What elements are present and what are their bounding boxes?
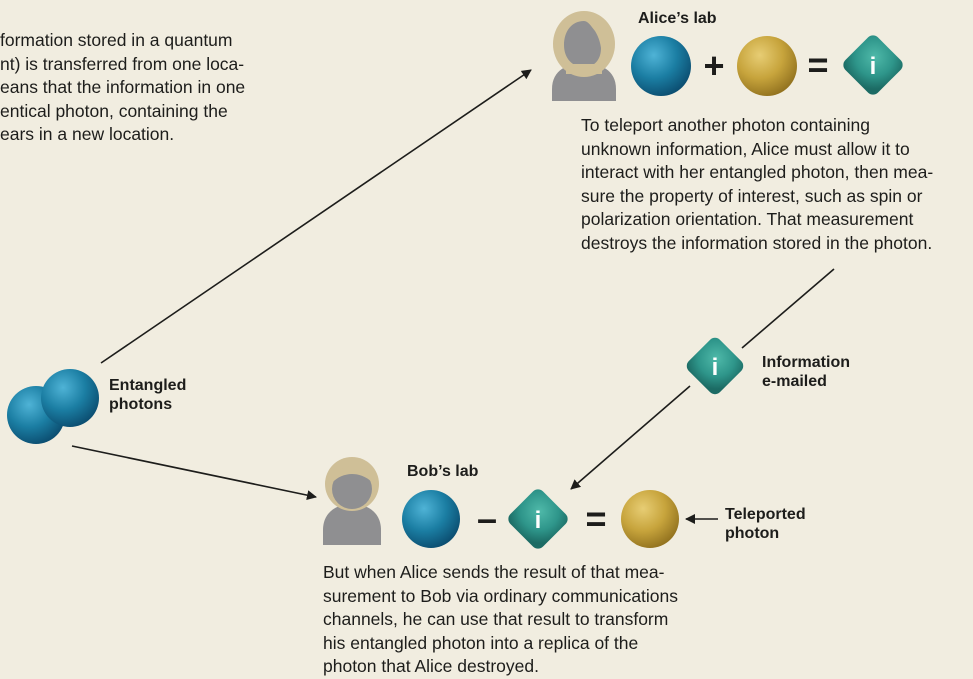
teleported-photon-label: Teleported photon [725, 505, 806, 543]
intro-line: ears in a new location. [0, 124, 175, 144]
bob-lab-label: Bob’s lab [407, 463, 479, 480]
alice-unknown-photon [737, 36, 797, 96]
alice-entangled-photon [631, 36, 691, 96]
bob-info-symbol: i [535, 507, 542, 534]
entangled-photons-line: Entangled [109, 377, 187, 394]
bob-description: But when Alice sends the result of that … [323, 561, 678, 679]
bob-entangled-photon [402, 490, 460, 548]
entangled-photons-line: photons [109, 396, 173, 413]
bob-description-line: But when Alice sends the result of that … [323, 562, 665, 582]
arrow-to-bob [71, 445, 317, 501]
bob-person-icon [323, 457, 381, 545]
teleported-photon-line: Teleported [725, 506, 806, 523]
intro-line: entical photon, containing the [0, 100, 228, 121]
alice-description-line: destroys the information stored in the p… [581, 232, 933, 253]
bob-info-diamond [508, 489, 568, 549]
entangled-photon-front [41, 369, 99, 427]
email-info-symbol: i [712, 354, 719, 381]
bob-description-line: photon that Alice destroyed. [323, 656, 539, 676]
bob-minus-sign: – [477, 498, 497, 539]
alice-description-line: interact with her entangled photon, then… [581, 162, 934, 182]
alice-description-line: unknown information, Alice must allow it… [581, 138, 910, 159]
intro-paragraph: formation stored in a quantum nt) is tra… [0, 29, 245, 147]
information-emailed-label: Information e-mailed [762, 353, 850, 391]
alice-person-icon [552, 11, 616, 101]
teleported-photon-line: photon [725, 525, 780, 542]
intro-line: eans that the information in one [0, 77, 246, 97]
information-emailed-line: e-mailed [762, 373, 827, 390]
bob-description-line: surement to Bob via ordinary communicati… [323, 585, 679, 606]
arrow-email-upper [741, 268, 835, 349]
alice-description-line: polarization orientation. That measureme… [581, 209, 914, 229]
alice-description: To teleport another photon containing un… [581, 114, 933, 255]
intro-line: nt) is transferred from one loca- [0, 53, 245, 74]
alice-description-line: To teleport another photon containing [581, 115, 870, 135]
alice-equals-sign: = [807, 44, 828, 85]
bob-description-line: channels, he can use that result to tran… [323, 609, 669, 629]
bob-equals-sign: = [585, 498, 606, 539]
alice-lab-label: Alice’s lab [638, 10, 717, 27]
intro-line: formation stored in a quantum [0, 30, 233, 50]
alice-description-line: sure the property of interest, such as s… [581, 185, 923, 206]
teleported-photon [621, 490, 679, 548]
arrow-to-alice [100, 69, 532, 364]
email-info-diamond [686, 337, 744, 395]
alice-info-diamond [843, 35, 903, 95]
information-emailed-line: Information [762, 354, 850, 371]
alice-info-symbol: i [870, 53, 877, 80]
alice-plus-sign: + [703, 45, 724, 86]
arrow-email-to-bob [570, 385, 691, 490]
bob-description-line: his entangled photon into a replica of t… [323, 632, 639, 653]
entangled-photons-label: Entangled photons [109, 376, 186, 414]
